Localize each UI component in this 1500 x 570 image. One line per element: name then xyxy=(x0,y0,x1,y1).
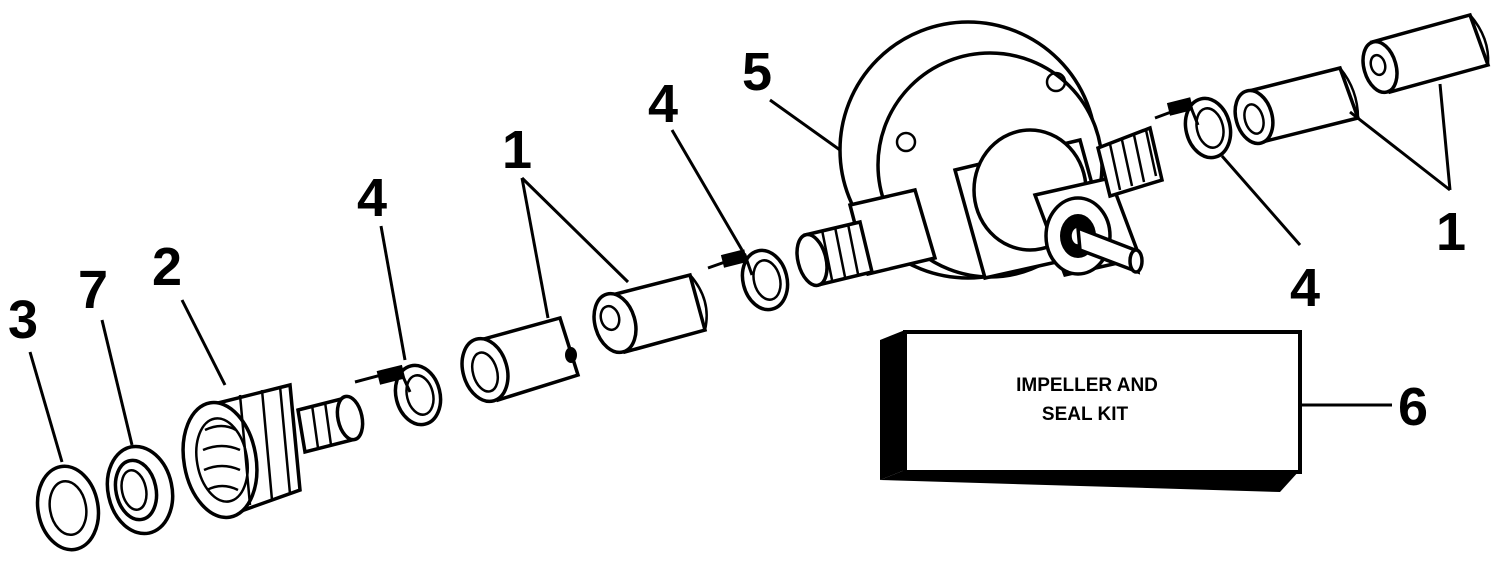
hose-part-1a-right xyxy=(592,272,708,355)
hose-part-1b-right xyxy=(1361,12,1491,95)
callout-3: 3 xyxy=(8,290,38,350)
kit-box-label-line2: SEAL KIT xyxy=(1042,404,1129,425)
callout-4-left: 4 xyxy=(357,168,387,228)
kit-box-label-line1: IMPELLER AND xyxy=(1016,375,1158,396)
hose-part-1a-left xyxy=(460,315,581,404)
hose-clamp-part-4b xyxy=(707,248,790,312)
washer-part-3 xyxy=(35,464,101,552)
hose-part-1b-left xyxy=(1233,65,1361,146)
pump-assembly-part-5 xyxy=(795,20,1165,288)
hose-clamp-part-4a xyxy=(354,363,443,427)
callout-5: 5 xyxy=(742,42,772,102)
callout-4-center: 4 xyxy=(648,74,678,134)
hose-clamp-part-4c xyxy=(1154,96,1233,160)
callout-numbers: 3 7 2 4 1 4 5 4 1 6 xyxy=(8,42,1466,437)
callout-1-right: 1 xyxy=(1436,202,1466,262)
callout-2: 2 xyxy=(152,237,182,297)
callout-1-left: 1 xyxy=(502,120,532,180)
callout-4-right: 4 xyxy=(1290,258,1320,318)
callout-7: 7 xyxy=(78,260,108,320)
callout-6: 6 xyxy=(1398,377,1428,437)
hose-fitting-part-2 xyxy=(181,382,365,520)
impeller-kit-box-part-6: IMPELLER AND SEAL KIT xyxy=(880,330,1302,492)
washer-part-7 xyxy=(105,444,175,536)
leader-lines xyxy=(28,83,1452,463)
